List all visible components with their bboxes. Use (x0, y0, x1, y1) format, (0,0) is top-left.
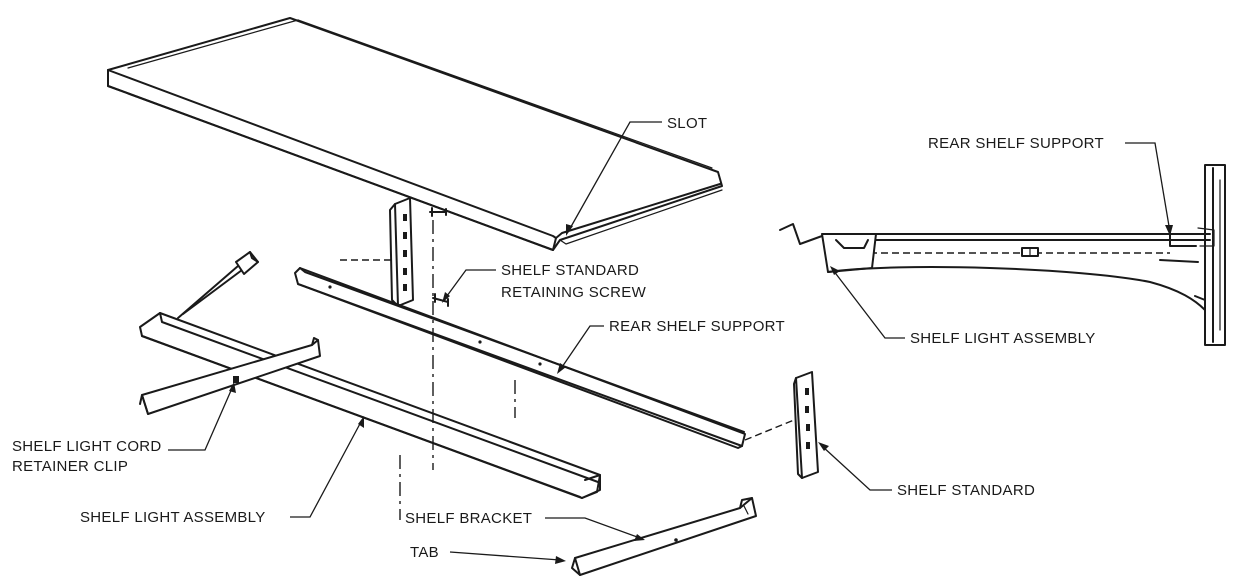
leader-rear-shelf-support (557, 325, 604, 374)
leader-side-rear-support (1125, 142, 1173, 236)
leader-slot (566, 121, 662, 236)
label-retaining-screw-line1: SHELF STANDARD (501, 262, 639, 279)
bottom-shelf-bracket (571, 497, 757, 576)
label-cord-clip-line1: SHELF LIGHT CORD (12, 438, 162, 455)
label-side-rear-shelf-support: REAR SHELF SUPPORT (928, 135, 1104, 152)
center-shelf-standard (389, 197, 414, 307)
label-slot: SLOT (667, 115, 707, 132)
label-rear-shelf-support: REAR SHELF SUPPORT (609, 318, 785, 335)
leader-light-assembly (290, 416, 364, 518)
leader-cord-clip (168, 382, 236, 451)
leader-side-light-assembly (830, 266, 905, 339)
label-side-shelf-light-assembly: SHELF LIGHT ASSEMBLY (910, 330, 1096, 347)
shelf-light-cord (177, 251, 259, 319)
label-retaining-screw-line2: RETAINING SCREW (501, 284, 647, 301)
right-shelf-standard (793, 371, 819, 479)
shelf-light-assembly (139, 312, 601, 499)
left-shelf-bracket (139, 337, 321, 415)
label-shelf-standard: SHELF STANDARD (897, 482, 1035, 499)
shelf-panel (107, 17, 723, 251)
retaining-screw (429, 207, 449, 307)
side-view (779, 164, 1226, 346)
label-tab: TAB (410, 544, 439, 561)
leader-shelf-bracket (545, 517, 645, 541)
label-cord-clip-line2: RETAINER CLIP (12, 458, 128, 475)
label-shelf-light-assembly: SHELF LIGHT ASSEMBLY (80, 509, 266, 526)
label-shelf-bracket: SHELF BRACKET (405, 510, 532, 527)
leader-shelf-standard (818, 442, 892, 491)
center-lines (340, 220, 795, 520)
leader-retaining-screw (442, 269, 496, 303)
rear-shelf-support-rail (294, 267, 746, 449)
leader-tab (449, 551, 566, 564)
